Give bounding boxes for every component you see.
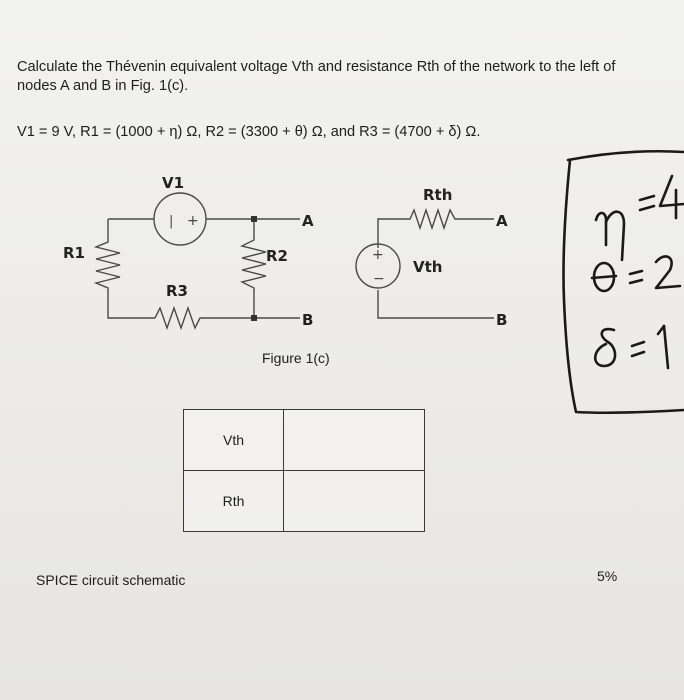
r3-resistor [154, 305, 254, 331]
r1-label: R1 [63, 244, 85, 262]
v1-label: V1 [162, 174, 184, 192]
spice-label: SPICE circuit schematic [36, 572, 186, 588]
node-dot-top [251, 216, 257, 222]
answer-table: Vth Rth [183, 409, 425, 532]
v1-plus: + [187, 213, 199, 229]
vth-label: Vth [413, 258, 442, 276]
vth-plus: + [372, 247, 384, 263]
figure-caption: Figure 1(c) [262, 350, 330, 366]
right-circuit-wires [377, 207, 494, 319]
node-a-left: A [302, 212, 314, 230]
question-text: Calculate the Thévenin equivalent voltag… [17, 59, 616, 94]
vth-answer-cell[interactable] [283, 409, 425, 471]
rth-label: Rth [423, 186, 452, 204]
rth-answer-cell[interactable] [283, 470, 425, 532]
given-values: V1 = 9 V, R1 = (1000 + η) Ω, R2 = (3300 … [17, 124, 481, 140]
v1-source [153, 192, 207, 246]
vth-row-label: Vth [183, 409, 284, 471]
table-row: Vth [183, 409, 425, 471]
weight-percent: 5% [597, 568, 618, 584]
left-circuit-wires [93, 218, 300, 331]
rth-resistor [377, 207, 494, 248]
node-b-left: B [302, 311, 313, 329]
table-row: Rth [183, 470, 425, 532]
r1-resistor [93, 219, 155, 319]
node-b-right: B [496, 311, 507, 329]
r2-label: R2 [266, 247, 288, 265]
r2-resistor [239, 219, 267, 318]
r3-label: R3 [166, 282, 188, 300]
vth-source [355, 243, 401, 289]
node-dot-bottom [251, 315, 257, 321]
node-a-right: A [496, 212, 508, 230]
rth-row-label: Rth [183, 470, 284, 532]
v1-minus: | [169, 214, 173, 229]
vth-minus: − [373, 271, 385, 287]
